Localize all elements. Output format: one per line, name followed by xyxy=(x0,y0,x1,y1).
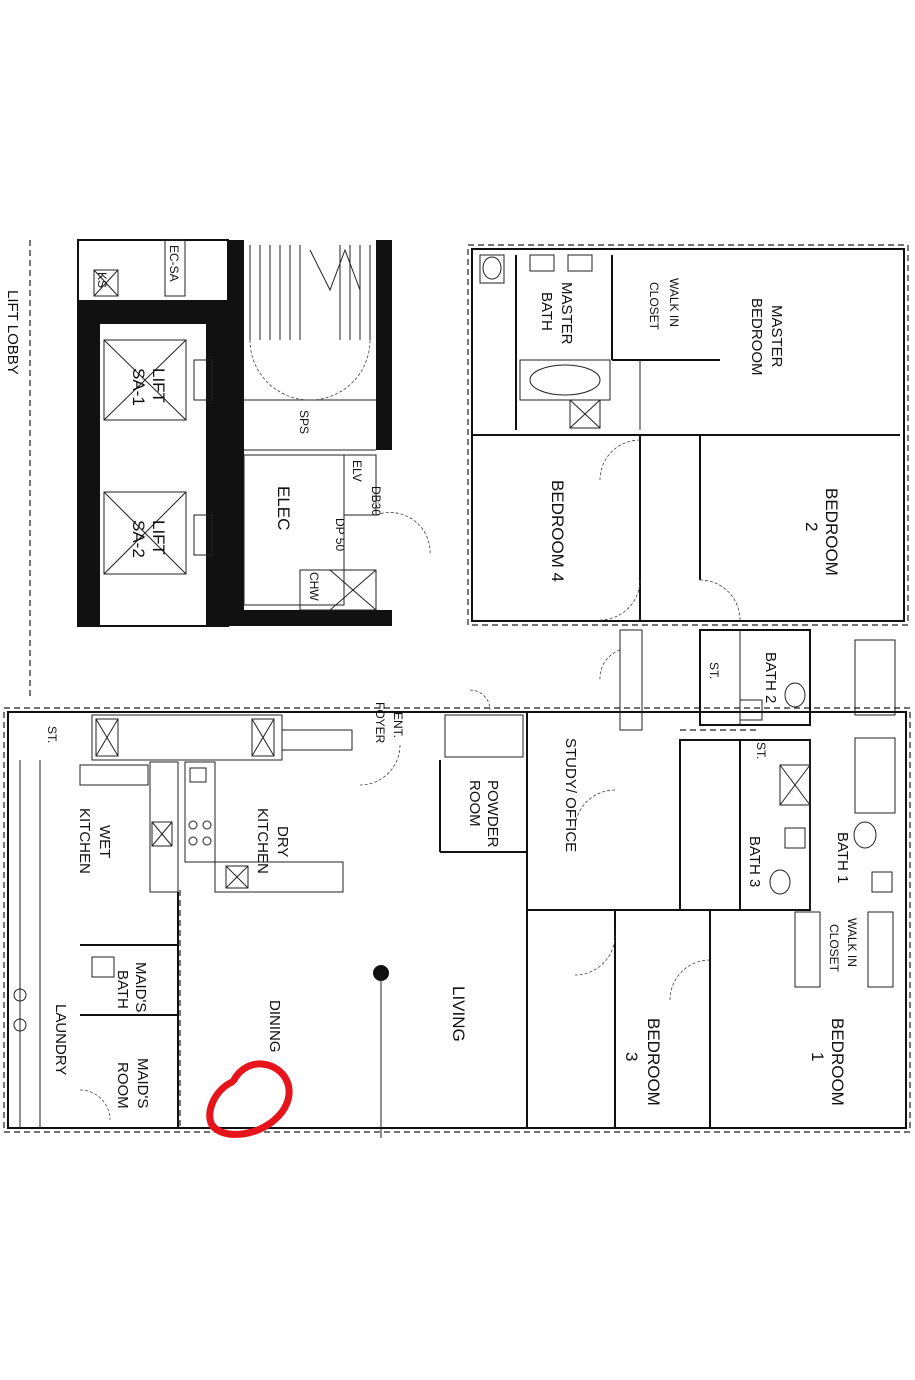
maids-bath-label: MAID'S xyxy=(132,962,149,1012)
lift-lobby-label: LIFT LOBBY xyxy=(4,290,21,375)
ent-foyer-label: ENT. xyxy=(391,712,405,738)
powder-room-label-2: ROOM xyxy=(466,780,483,827)
dry-kitchen-label: DRY xyxy=(274,826,291,857)
study-office-label: STUDY/ OFFICE xyxy=(562,738,579,852)
storage-label-3: ST. xyxy=(45,726,59,743)
storage-label-1: ST. xyxy=(707,662,721,679)
elv-label: ELV xyxy=(350,460,364,482)
lift-sa2-code: SA-2 xyxy=(129,520,148,558)
dry-kitchen-label-2: KITCHEN xyxy=(254,808,271,874)
walk-in-closet-label-2: CLOSET xyxy=(647,282,661,331)
apartment-walls xyxy=(3,244,911,1138)
master-bedroom-label-2: BEDROOM xyxy=(748,298,765,376)
chw-label: CHW xyxy=(307,572,321,601)
bath3-label: BATH 3 xyxy=(746,836,763,887)
bath2-label: BATH 2 xyxy=(762,652,779,703)
room-labels: LIFT LOBBY EC-SA KS LIFT SA-1 LIFT SA-2 … xyxy=(4,245,859,1109)
red-annotation-mark xyxy=(206,1060,293,1138)
wet-kitchen-label: WET xyxy=(96,825,113,858)
dp50-label: DP 50 xyxy=(333,518,347,551)
sps-label: SPS xyxy=(297,410,311,434)
master-bedroom-label: MASTER xyxy=(768,305,785,368)
walk-in-closet2-label-2: CLOSET xyxy=(827,924,841,973)
bedroom2-label: BEDROOM xyxy=(822,488,841,576)
walk-in-closet2-label: WALK IN xyxy=(845,918,859,967)
ks-label: KS xyxy=(95,272,109,288)
bedroom3-label: BEDROOM xyxy=(644,1018,663,1106)
lift-sa1-label: LIFT xyxy=(149,368,168,403)
lift-sa2-label: LIFT xyxy=(149,520,168,555)
maids-room-label-2: ROOM xyxy=(114,1062,131,1109)
dining-label: DINING xyxy=(266,1000,283,1053)
walk-in-closet-label: WALK IN xyxy=(667,278,681,327)
storage-label-2: ST. xyxy=(754,742,768,759)
living-label: LIVING xyxy=(449,986,468,1042)
bedroom4-label: BEDROOM 4 xyxy=(548,480,567,582)
laundry-label: LAUNDRY xyxy=(52,1004,69,1075)
bedroom1-label: BEDROOM xyxy=(828,1018,847,1106)
ent-foyer-label-2: FOYER xyxy=(373,702,387,744)
maids-bath-label-2: BATH xyxy=(114,970,131,1009)
maids-room-label: MAID'S xyxy=(134,1058,151,1108)
bath1-label: BATH 1 xyxy=(834,832,851,883)
master-bath-label: MASTER xyxy=(558,282,575,345)
master-bath-label-2: BATH xyxy=(538,292,555,331)
db30-label: DB30 xyxy=(369,486,383,516)
wet-kitchen-label-2: KITCHEN xyxy=(76,808,93,874)
ec-sa-label: EC-SA xyxy=(167,245,181,282)
elec-label: ELEC xyxy=(274,486,293,530)
bedroom1-number: 1 xyxy=(808,1052,827,1061)
lift-core xyxy=(29,239,229,700)
powder-room-label: POWDER xyxy=(484,780,501,848)
bedroom2-number: 2 xyxy=(802,522,821,531)
stair-core xyxy=(228,240,431,626)
bedroom3-number: 3 xyxy=(622,1052,641,1061)
lift-sa1-code: SA-1 xyxy=(129,368,148,406)
